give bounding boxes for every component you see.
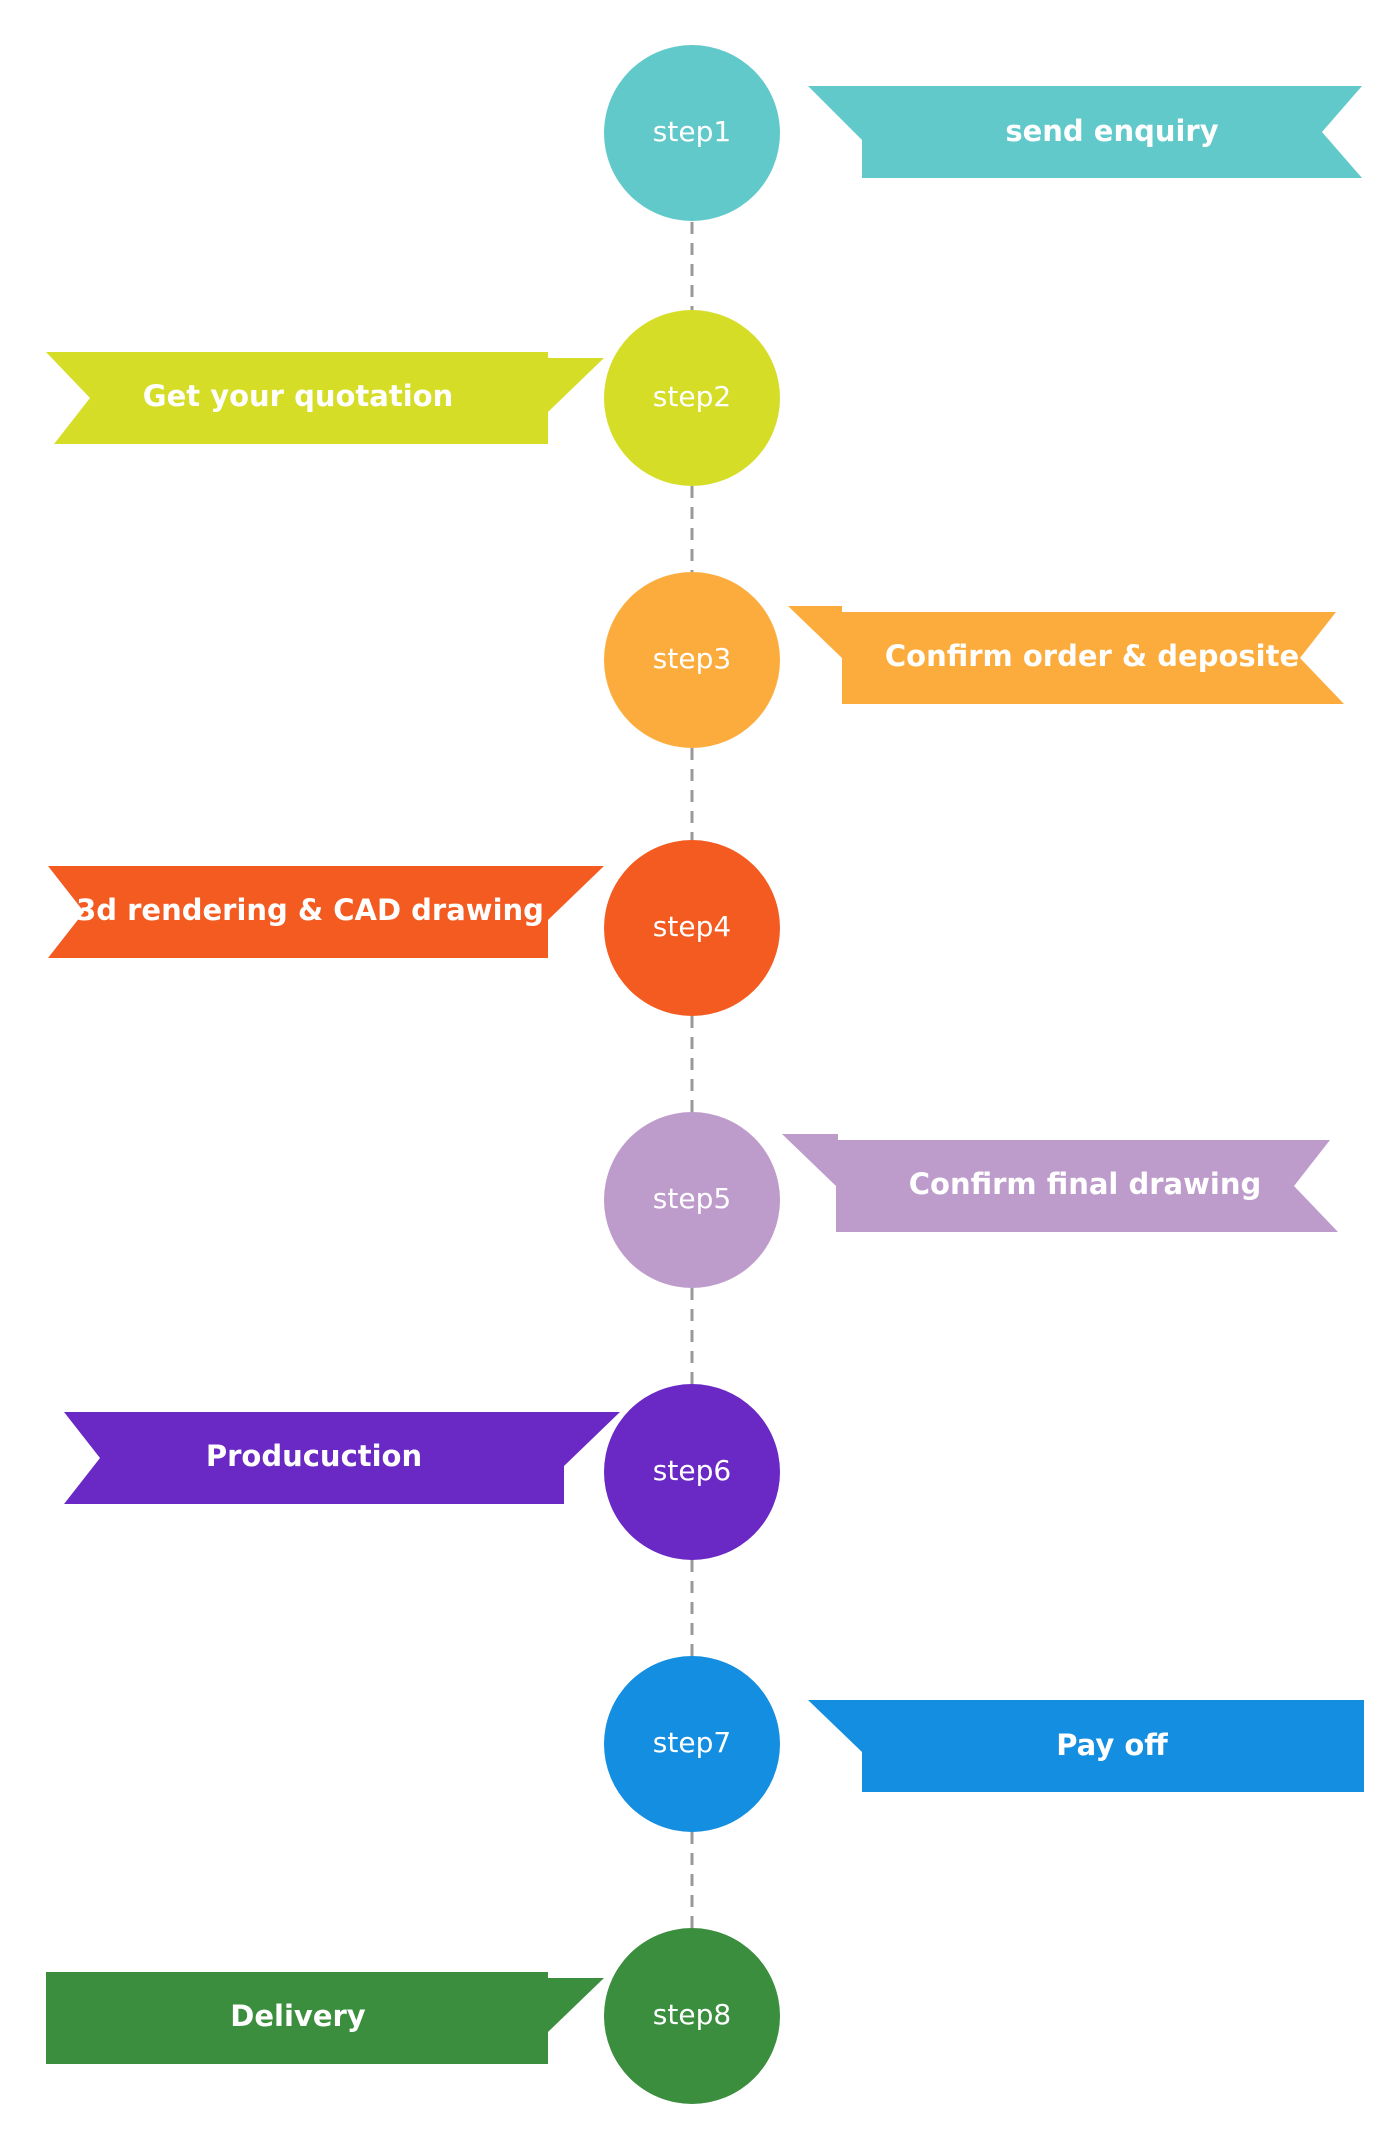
step-2: Get your quotation step2 (46, 310, 780, 486)
step-4: 3d rendering & CAD drawing step4 (48, 840, 780, 1016)
step-6-circle-label: step6 (653, 1454, 731, 1487)
step-1-banner-text: send enquiry (1005, 114, 1218, 148)
step-7-circle (604, 1656, 780, 1832)
step-4-circle-label: step4 (653, 910, 731, 943)
step-2-banner (46, 352, 604, 444)
step-6-banner (64, 1412, 620, 1504)
step-7-banner (808, 1700, 1364, 1792)
step-2-banner-text: Get your quotation (143, 379, 453, 413)
step-8-banner (46, 1972, 604, 2064)
step-8-banner-text: Delivery (230, 1999, 365, 2033)
step-6: Producuction step6 (64, 1384, 780, 1560)
step-3-banner-text: Confirm order & deposite (885, 639, 1299, 673)
step-1: send enquiry step1 (604, 45, 1362, 221)
step-1-circle (604, 45, 780, 221)
step-6-circle (604, 1384, 780, 1560)
step-2-circle-label: step2 (653, 380, 731, 413)
step-5: Confirm final drawing step5 (604, 1112, 1338, 1288)
step-8: Delivery step8 (46, 1928, 780, 2104)
step-2-circle (604, 310, 780, 486)
step-7: Pay off step7 (604, 1656, 1364, 1832)
step-8-circle (604, 1928, 780, 2104)
step-5-banner-text: Confirm final drawing (909, 1167, 1261, 1201)
step-1-banner (808, 86, 1362, 178)
step-6-banner-text: Producuction (206, 1439, 422, 1473)
step-3-circle (604, 572, 780, 748)
step-5-circle-label: step5 (653, 1182, 731, 1215)
step-7-circle-label: step7 (653, 1726, 731, 1759)
step-3: Confirm order & deposite step3 (604, 572, 1344, 748)
step-3-banner (788, 606, 1344, 704)
step-7-banner-text: Pay off (1056, 1728, 1168, 1762)
step-5-banner (782, 1134, 1338, 1232)
step-1-circle-label: step1 (653, 115, 731, 148)
step-4-banner (48, 866, 604, 958)
step-8-circle-label: step8 (653, 1998, 731, 2031)
step-5-circle (604, 1112, 780, 1288)
step-4-banner-text: 3d rendering & CAD drawing (76, 893, 544, 927)
step-3-circle-label: step3 (653, 642, 731, 675)
step-4-circle (604, 840, 780, 1016)
